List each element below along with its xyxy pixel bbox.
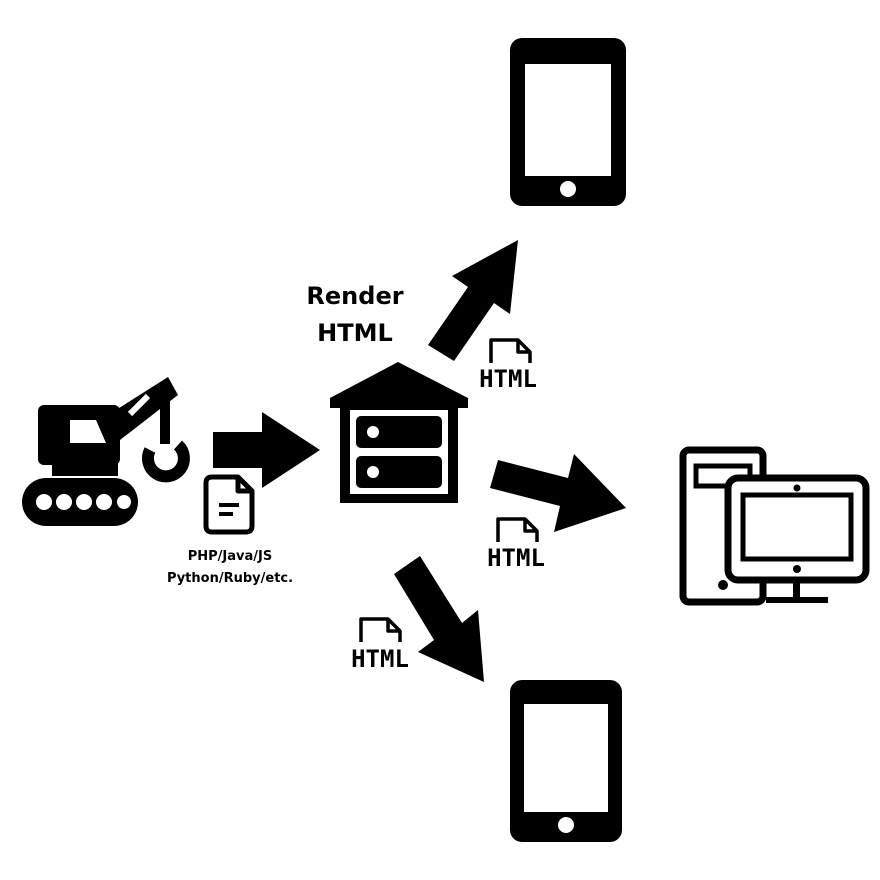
tablet-icon: [510, 680, 622, 842]
source-file-icon: [203, 474, 255, 535]
server-label-line2: HTML: [317, 319, 393, 347]
html-badge-bottom: HTML: [351, 645, 409, 673]
html-badge-top: HTML: [479, 365, 537, 393]
desktop-computer-icon: [679, 446, 870, 606]
arrow-to-desktop: [490, 454, 626, 532]
arrow-to-top-tablet: [428, 240, 518, 361]
html-file-icon: [359, 617, 402, 642]
arrow-to-server: [213, 412, 320, 488]
html-file-icon: [496, 517, 539, 542]
crane-icon: [22, 377, 190, 526]
server-label-line1: Render: [306, 282, 403, 310]
arrow-to-bottom-tablet: [394, 556, 484, 682]
html-badge-middle: HTML: [487, 544, 545, 572]
tablet-icon: [510, 38, 626, 206]
html-file-icon: [489, 338, 532, 363]
source-languages-line2: Python/Ruby/etc.: [167, 571, 293, 586]
source-languages-line1: PHP/Java/JS: [188, 549, 273, 564]
server-icon: [330, 362, 468, 503]
